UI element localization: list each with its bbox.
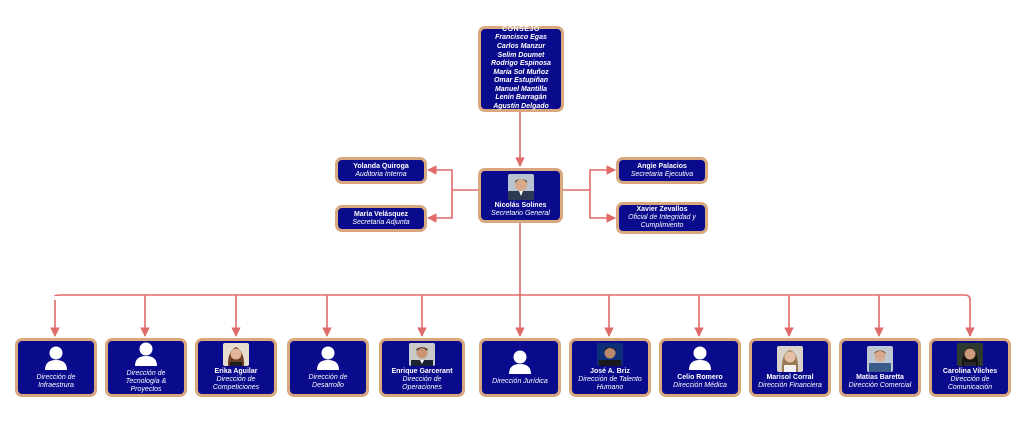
direction-name: Erika Aguilar [214, 368, 258, 375]
person-photo [409, 343, 435, 366]
direction-box-comercial: Matías Baretta Dirección Comercial [839, 338, 921, 397]
staff-box-adjunct: María Velásquez Secretaria Adjunta [335, 205, 427, 232]
council-member: Lenín Barragán [495, 94, 547, 102]
secretary-name: Nicolás Solines [494, 201, 547, 209]
person-photo [223, 343, 249, 366]
staff-role: Secretaria Adjunta [352, 218, 410, 226]
direction-box-infraestructura: Dirección de Infraestrura [15, 338, 97, 397]
staff-name: María Velásquez [353, 210, 409, 218]
council-member: María Sol Muñoz [493, 68, 549, 76]
direction-role: Dirección de Talento Humano [578, 376, 642, 391]
person-photo [777, 345, 803, 372]
direction-box-comunicacion: Carolina Vilches Dirección de Comunicaci… [929, 338, 1011, 397]
direction-box-desarrollo: Dirección de Desarrollo [287, 338, 369, 397]
direction-name: José A. Briz [590, 368, 630, 375]
person-photo [957, 343, 983, 366]
direction-name: Celio Romero [677, 373, 723, 381]
staff-role: Secretaria Ejecutiva [630, 170, 694, 178]
council-box: CONSEJO Francisco Egas Carlos Manzur Sel… [478, 26, 564, 112]
direction-box-financiera: Marisol Corral Dirección Financiera [749, 338, 831, 397]
direction-box-medica: Celio Romero Dirección Médica [659, 338, 741, 397]
council-title: CONSEJO [502, 26, 540, 34]
direction-box-juridica: Dirección Jurídica [479, 338, 561, 397]
direction-role: Dirección Financiera [758, 381, 822, 389]
user-placeholder-icon [685, 346, 715, 370]
council-member: Carlos Manzur [496, 42, 546, 50]
council-member: Manuel Mantilla [494, 85, 548, 93]
direction-role: Dirección Médica [673, 381, 727, 389]
direction-role: Dirección de Operaciones [402, 376, 442, 391]
council-member: Omar Estupiñan [493, 77, 549, 85]
user-placeholder-icon [41, 346, 71, 370]
council-member: Selim Doumet [497, 51, 545, 59]
staff-box-integrity: Xavier Zevallos Oficial de Integridad y … [616, 202, 708, 234]
staff-box-executive: Angie Palacios Secretaria Ejecutiva [616, 157, 708, 184]
secretary-general-box: Nicolás Solines Secretario General [478, 168, 563, 223]
staff-box-audit: Yolanda Quiroga Auditoria Interna [335, 157, 427, 184]
staff-name: Angie Palacios [637, 162, 687, 170]
direction-box-operaciones: Enrique Garcerant Dirección de Operacion… [379, 338, 465, 397]
direction-box-tecnologia: Dirección de Tecnología & Proyectos [105, 338, 187, 397]
direction-name: Marisol Corral [766, 373, 814, 381]
direction-role: Dirección de Desarrollo [308, 373, 348, 389]
council-member: Agustín Delgado [493, 103, 549, 111]
direction-role: Dirección de Comunicación [947, 376, 993, 391]
direction-role: Dirección Jurídica [492, 377, 548, 385]
council-member: Francisco Egas [495, 34, 547, 42]
direction-name: Enrique Garcerant [391, 368, 453, 375]
staff-name: Xavier Zevallos [636, 206, 688, 213]
person-photo [867, 345, 893, 372]
direction-box-talento-humano: José A. Briz Dirección de Talento Humano [569, 338, 651, 397]
secretary-photo [507, 173, 534, 200]
staff-role: Oficial de Integridad y Cumplimiento [628, 214, 696, 229]
user-placeholder-icon [313, 346, 343, 370]
secretary-role: Secretario General [491, 209, 550, 217]
direction-role: Dirección de Competiciones [212, 376, 260, 391]
council-member: Rodrigo Espinosa [491, 60, 551, 68]
direction-role: Dirección de Tecnología & Proyectos [125, 369, 167, 393]
direction-name: Carolina Vilches [942, 368, 998, 375]
direction-name: Matías Baretta [856, 373, 904, 381]
staff-role: Auditoria Interna [355, 170, 407, 178]
user-placeholder-icon [131, 342, 161, 366]
direction-role: Dirección Comercial [848, 381, 912, 389]
person-photo [597, 343, 623, 366]
direction-box-competiciones: Erika Aguilar Dirección de Competiciones [195, 338, 277, 397]
user-placeholder-icon [505, 350, 535, 374]
staff-name: Yolanda Quiroga [353, 162, 409, 170]
direction-role: Dirección de Infraestrura [36, 373, 76, 389]
